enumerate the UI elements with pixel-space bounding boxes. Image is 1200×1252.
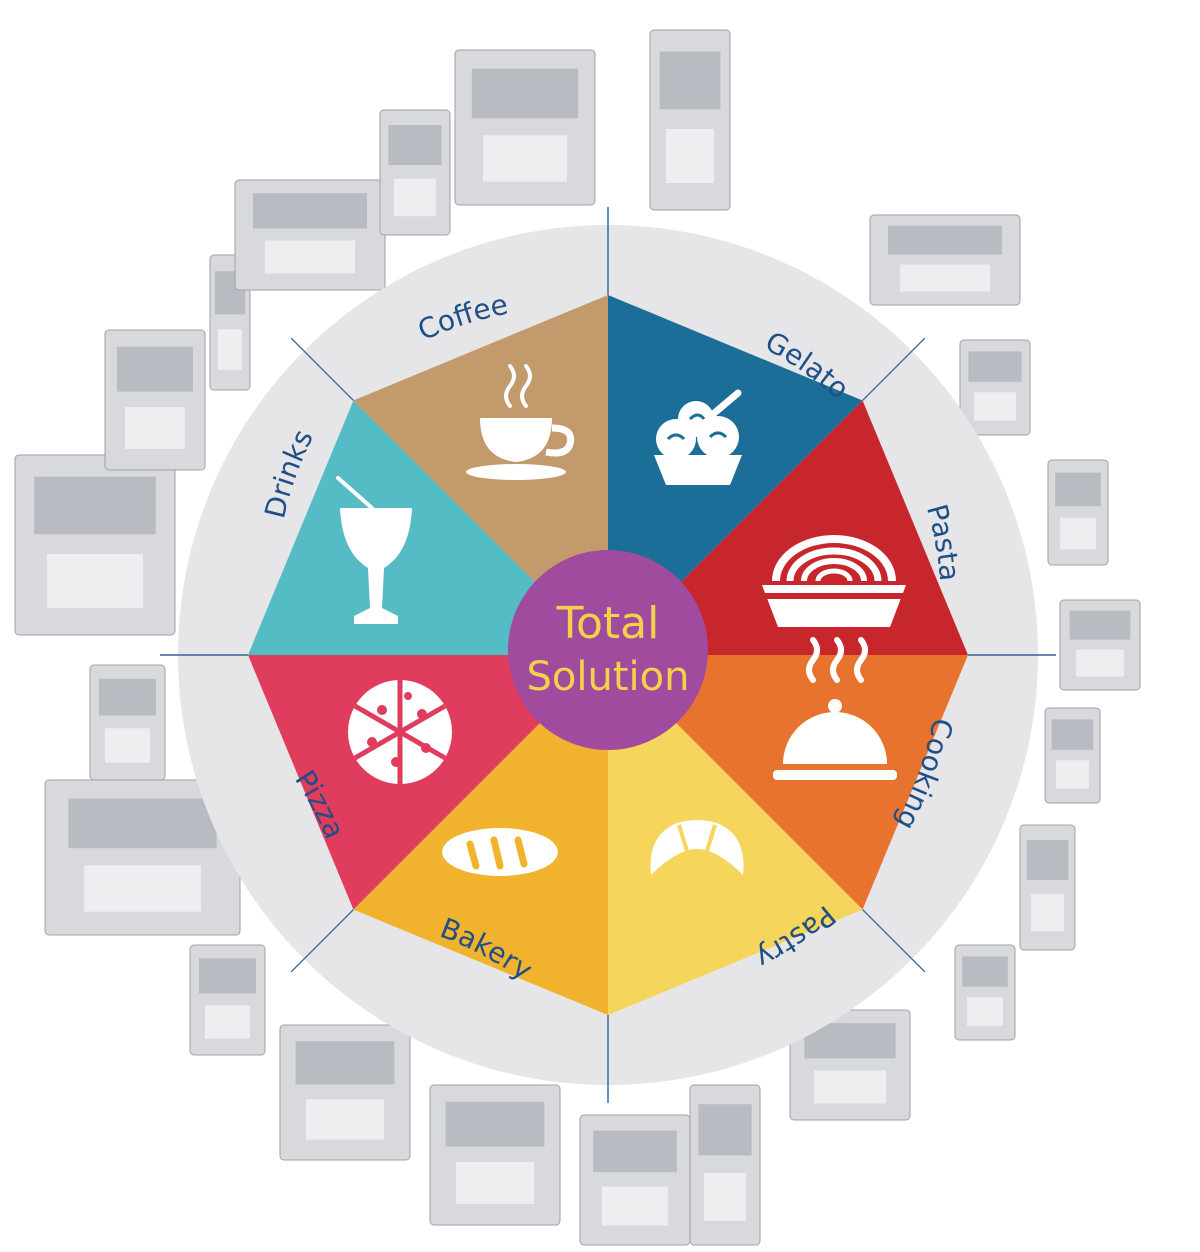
ice-cream-bowl-icon [654,389,742,485]
center-title-line2: Solution [527,654,690,700]
center-disc [508,550,708,750]
product-flour-bag-5-stagioni [1047,459,1109,566]
product-speed-oven [1044,707,1101,804]
product-pastry-oven [689,1084,761,1246]
segment-wedge-gelato [608,295,863,655]
product-espresso-machine [234,179,386,291]
product-pizza-conveyor-and-flour [44,779,241,936]
cocktail-glass-icon [336,476,412,624]
cloche-icon [773,637,897,780]
center-title-line1: Total [556,598,660,649]
product-combi-oven [954,944,1016,1041]
product-juicer-and-blender [14,454,176,636]
product-bakery-rack-ovens [279,1024,411,1161]
product-slush-machine [104,329,206,471]
product-pregel-products [869,214,1021,306]
product-pasta-machine [959,339,1031,436]
product-automatic-coffee-machine [454,49,596,206]
segment-wedge-drinks [248,400,608,655]
segment-wedge-pastry [608,655,863,1015]
segment-dividers [160,207,1056,1103]
product-pastry-machine-and-flour [429,1084,561,1226]
coffee-cup-icon [466,364,575,480]
segment-icons [336,364,906,876]
product-sous-vide-circulator [1019,824,1076,951]
divider-line [862,337,926,401]
divider-line [290,909,354,973]
divider-line [290,337,354,401]
pasta-plate-icon [762,535,906,627]
product-coffee-bag [379,109,451,236]
segment-wedge-pizza [248,655,608,910]
croissant-icon [650,820,744,875]
product-cooker-machine [579,1114,691,1246]
segment-wedge-cooking [608,655,968,910]
pizza-icon [348,680,452,784]
divider-line [862,909,926,973]
product-bakery-deck-oven [189,944,266,1056]
product-photos [14,29,1141,1246]
product-deck-oven [1059,599,1141,691]
bread-icon [442,828,558,876]
product-pizza-dome-oven [89,664,166,781]
product-ice-cream-machines [649,29,731,211]
